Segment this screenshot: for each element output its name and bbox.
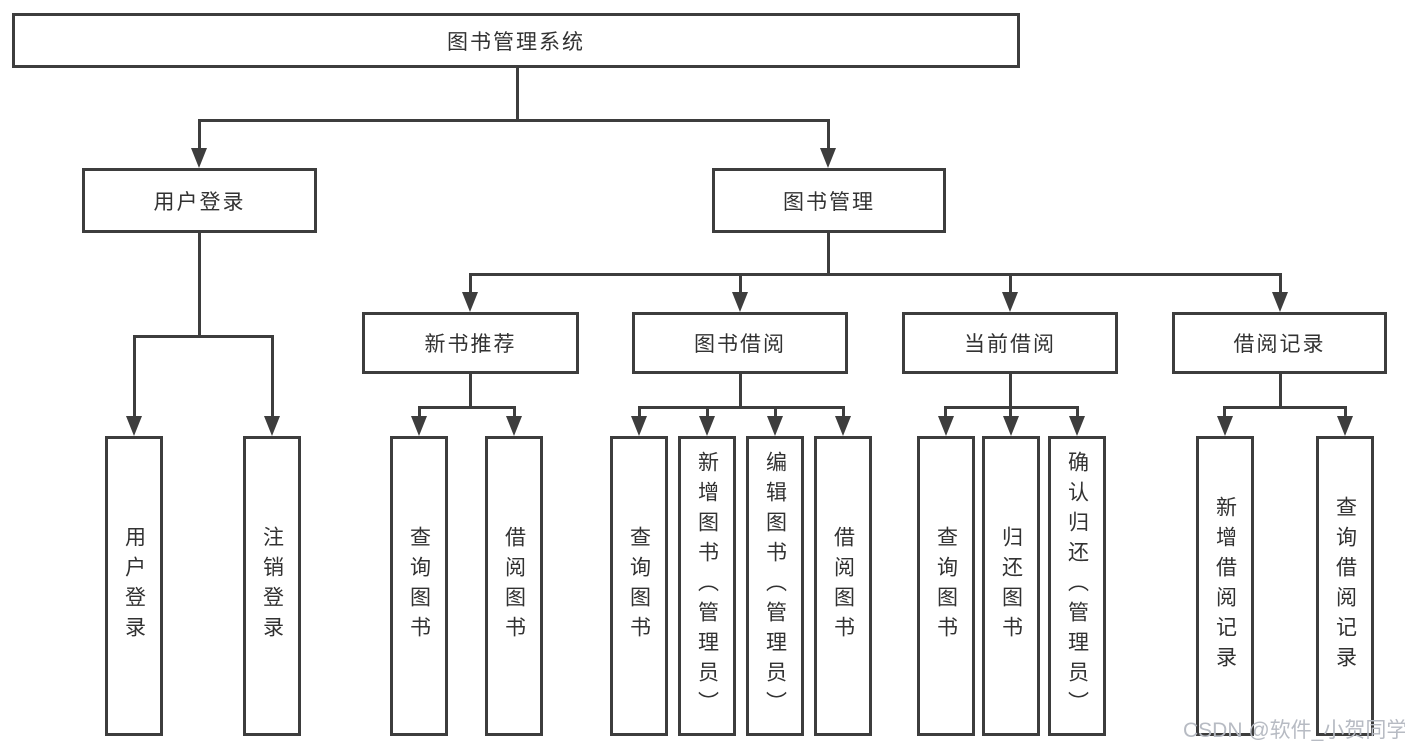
node-new-book-recommend: 新书推荐 [362, 312, 579, 374]
arrow-down-icon [1002, 292, 1018, 312]
connector-line [1009, 406, 1012, 418]
connector-line [842, 406, 845, 418]
leaf-user-login: 用户登录 [105, 436, 163, 736]
watermark: CSDN @软件_小贺同学 [1183, 719, 1405, 742]
node-label: 图书管理 [783, 190, 875, 214]
connector-line [198, 233, 201, 337]
connector-line [469, 374, 472, 408]
connector-line [133, 335, 136, 418]
connector-line [516, 68, 519, 120]
node-label: 用户登录 [122, 526, 146, 646]
connector-line [706, 406, 709, 418]
connector-line [1279, 273, 1282, 294]
node-label: 当前借阅 [964, 333, 1056, 356]
connector-line [1009, 374, 1012, 408]
node-user-login-branch: 用户登录 [82, 168, 317, 233]
arrow-down-icon [1217, 416, 1233, 436]
connector-line [133, 335, 274, 338]
arrow-down-icon [732, 292, 748, 312]
connector-line [469, 273, 472, 294]
connector-line [638, 406, 641, 418]
arrow-down-icon [767, 416, 783, 436]
leaf-query-books-current: 查询图书 [917, 436, 975, 736]
leaf-confirm-return-admin: 确认归还（管理员） [1048, 436, 1106, 736]
connector-line [271, 335, 274, 418]
arrow-down-icon [264, 416, 280, 436]
node-label: 查询图书 [934, 526, 958, 646]
node-label: 新书推荐 [424, 333, 517, 356]
node-label: 借阅图书 [831, 526, 855, 646]
node-borrowing-records: 借阅记录 [1172, 312, 1387, 374]
node-label: 图书借阅 [694, 333, 786, 356]
leaf-query-books-recommend: 查询图书 [390, 436, 448, 736]
node-book-borrowing: 图书借阅 [632, 312, 848, 374]
connector-line [418, 406, 516, 409]
leaf-add-borrow-record: 新增借阅记录 [1196, 436, 1254, 736]
node-label: 归还图书 [999, 526, 1023, 646]
connector-line [827, 233, 830, 275]
arrow-down-icon [1337, 416, 1353, 436]
leaf-add-books-admin: 新增图书（管理员） [678, 436, 736, 736]
arrow-down-icon [126, 416, 142, 436]
arrow-down-icon [835, 416, 851, 436]
node-label: 查询借阅记录 [1333, 496, 1357, 676]
leaf-query-borrow-record: 查询借阅记录 [1316, 436, 1374, 736]
connector-line [1223, 406, 1347, 409]
connector-line [944, 406, 947, 418]
connector-line [1344, 406, 1347, 418]
connector-line [1279, 374, 1282, 408]
arrow-down-icon [1003, 416, 1019, 436]
node-current-borrowing: 当前借阅 [902, 312, 1118, 374]
arrow-down-icon [820, 148, 836, 168]
leaf-borrow-books-recommend: 借阅图书 [485, 436, 543, 736]
node-book-management-branch: 图书管理 [712, 168, 946, 233]
node-label: 新增借阅记录 [1213, 496, 1237, 676]
connector-line [827, 119, 830, 150]
connector-line [198, 119, 830, 122]
arrow-down-icon [1069, 416, 1085, 436]
arrow-down-icon [411, 416, 427, 436]
node-label: 查询图书 [407, 526, 431, 646]
connector-line [638, 406, 845, 409]
leaf-return-books: 归还图书 [982, 436, 1040, 736]
connector-line [774, 406, 777, 418]
node-label: 借阅记录 [1233, 333, 1326, 356]
arrow-down-icon [699, 416, 715, 436]
arrow-down-icon [462, 292, 478, 312]
node-label: 新增图书（管理员） [695, 451, 719, 721]
node-label: 用户登录 [153, 190, 246, 214]
connector-line [1223, 406, 1226, 418]
leaf-edit-books-admin: 编辑图书（管理员） [746, 436, 804, 736]
connector-line [418, 406, 421, 418]
arrow-down-icon [191, 148, 207, 168]
connector-line [739, 273, 742, 294]
node-label: 图书管理系统 [447, 30, 585, 54]
connector-line [1009, 273, 1012, 294]
node-label: 注销登录 [260, 526, 284, 646]
node-label: 查询图书 [627, 526, 651, 646]
connector-line [198, 119, 201, 150]
leaf-borrow-books-borrowing: 借阅图书 [814, 436, 872, 736]
leaf-query-books-borrowing: 查询图书 [610, 436, 668, 736]
node-root-library-management-system: 图书管理系统 [12, 13, 1020, 68]
node-label: 编辑图书（管理员） [763, 451, 787, 721]
arrow-down-icon [1272, 292, 1288, 312]
node-label: 确认归还（管理员） [1065, 451, 1089, 721]
connector-line [513, 406, 516, 418]
leaf-logout: 注销登录 [243, 436, 301, 736]
arrow-down-icon [506, 416, 522, 436]
connector-line [469, 273, 1282, 276]
node-label: 借阅图书 [502, 526, 526, 646]
connector-line [1076, 406, 1079, 418]
arrow-down-icon [938, 416, 954, 436]
arrow-down-icon [631, 416, 647, 436]
connector-line [739, 374, 742, 408]
